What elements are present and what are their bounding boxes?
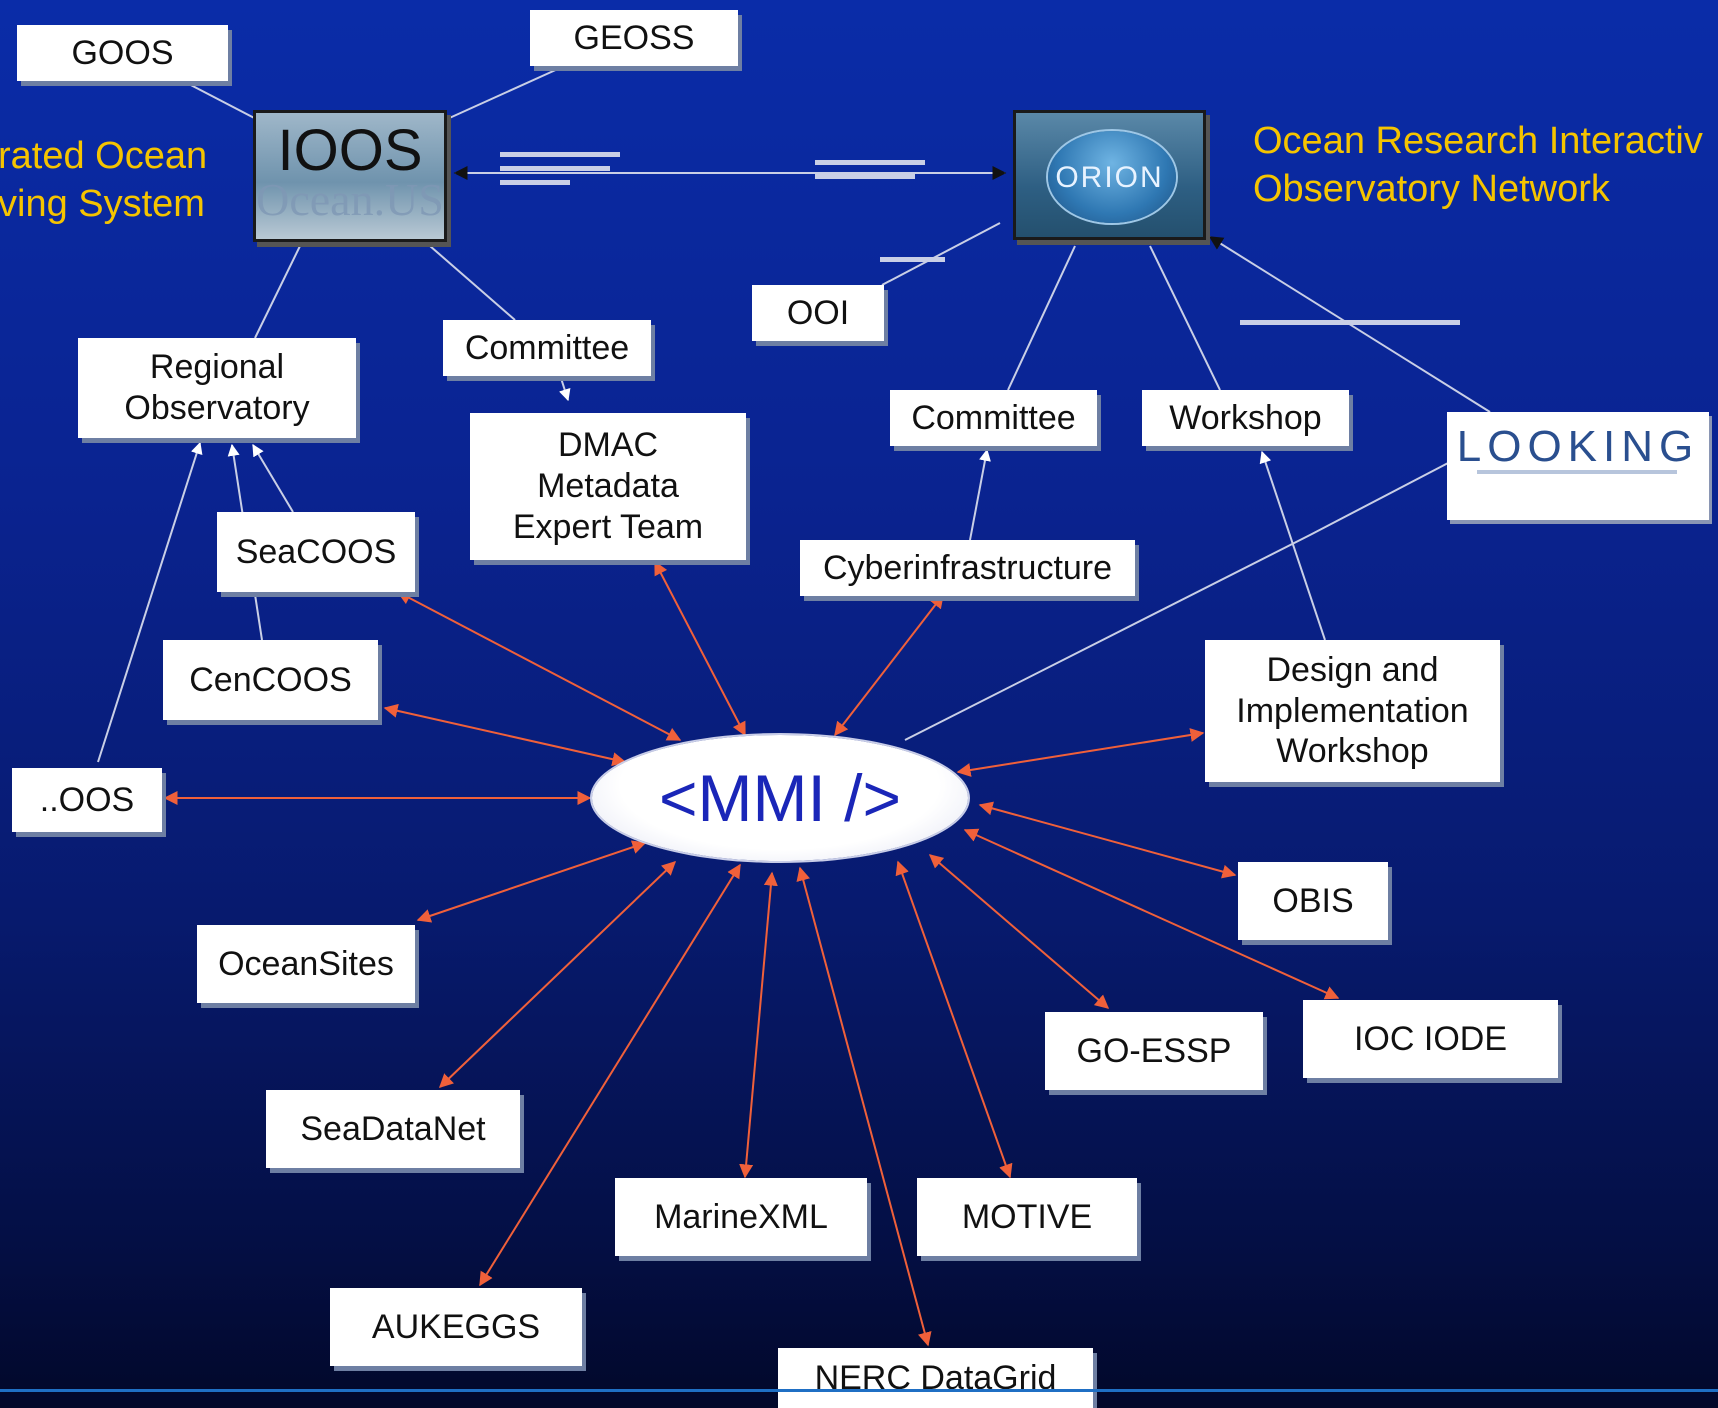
looking-logo[interactable]: LOOKING — [1447, 412, 1709, 520]
ioos-logo-subtitle: Ocean.US — [256, 174, 444, 225]
mmi-link-marinexml — [739, 871, 778, 1179]
link-design-workshop — [1259, 450, 1326, 641]
node-workshop[interactable]: Workshop — [1142, 390, 1349, 446]
node-go-essp[interactable]: GO-ESSP — [1045, 1012, 1263, 1090]
node-committee-orion[interactable]: Committee — [890, 390, 1097, 446]
node-cencoos[interactable]: CenCOOS — [163, 640, 378, 720]
node-ooi[interactable]: OOI — [752, 285, 884, 341]
link-mmi-looking — [904, 461, 1451, 741]
orion-logo[interactable]: ORION — [1013, 110, 1206, 240]
mmi-link-nerc — [796, 866, 932, 1347]
looking-logo-text: LOOKING — [1456, 422, 1700, 471]
ioos-logo[interactable]: IOOS Ocean.US — [253, 110, 447, 242]
node-dmac[interactable]: DMAC Metadata Expert Team — [470, 413, 746, 560]
bottom-rule — [0, 1389, 1718, 1392]
link-orion-committee — [1007, 245, 1076, 391]
node-cyberinfrastructure[interactable]: Cyberinfrastructure — [800, 540, 1135, 596]
link-orion-ooi — [881, 222, 1001, 286]
ioos-logo-title: IOOS — [277, 118, 423, 183]
node-ioc-iode[interactable]: IOC IODE — [1303, 1000, 1558, 1078]
mmi-link-goessp — [928, 854, 1110, 1009]
mmi-link-cencoos — [383, 703, 627, 767]
node-design-implementation-workshop[interactable]: Design and Implementation Workshop — [1205, 640, 1500, 782]
node-marinexml[interactable]: MarineXML — [615, 1178, 867, 1256]
link-committee-dmac — [558, 374, 571, 402]
node-nerc-datagrid[interactable]: NERC DataGrid — [778, 1348, 1093, 1408]
mmi-link-dmac — [654, 560, 746, 737]
node-aukeggs[interactable]: AUKEGGS — [330, 1288, 582, 1366]
link-orion-workshop — [1149, 245, 1221, 391]
ioos-caption: rated Ocean ving System — [0, 135, 208, 225]
mmi-link-aukeggs — [479, 863, 741, 1287]
mmi-link-design — [956, 728, 1205, 777]
mmi-center-node[interactable]: <MMI /> — [592, 735, 968, 861]
mmi-link-seadatanet — [438, 861, 677, 1088]
link-oos-regional — [97, 441, 203, 763]
link-seacoos-regional — [252, 443, 294, 513]
node-oos[interactable]: ..OOS — [12, 768, 162, 832]
orion-caption: Ocean Research Interactiv Observatory Ne… — [1253, 120, 1703, 210]
mmi-link-seacoos — [396, 591, 682, 741]
node-goos[interactable]: GOOS — [17, 25, 228, 81]
link-ioos-regional — [254, 245, 301, 339]
mmi-link-oceansites — [416, 840, 647, 923]
link-ioos-goos — [184, 81, 263, 123]
node-oceansites[interactable]: OceanSites — [197, 925, 415, 1003]
link-ioos-committee — [429, 245, 516, 321]
mmi-link-obis — [978, 801, 1237, 879]
node-obis[interactable]: OBIS — [1238, 862, 1388, 940]
mmi-center-label: <MMI /> — [658, 761, 902, 835]
orion-logo-text: ORION — [1055, 161, 1164, 194]
link-cyber-committee — [969, 448, 991, 541]
link-ioos-geoss — [444, 67, 561, 121]
relation-labels — [500, 152, 1460, 325]
node-regional-observatory[interactable]: Regional Observatory — [78, 338, 356, 438]
node-motive[interactable]: MOTIVE — [917, 1178, 1137, 1256]
node-geoss[interactable]: GEOSS — [530, 10, 738, 66]
node-seadatanet[interactable]: SeaDataNet — [266, 1090, 520, 1168]
node-committee-ioos[interactable]: Committee — [443, 320, 651, 376]
mmi-link-cyber — [834, 593, 944, 737]
node-seacoos[interactable]: SeaCOOS — [217, 512, 415, 592]
